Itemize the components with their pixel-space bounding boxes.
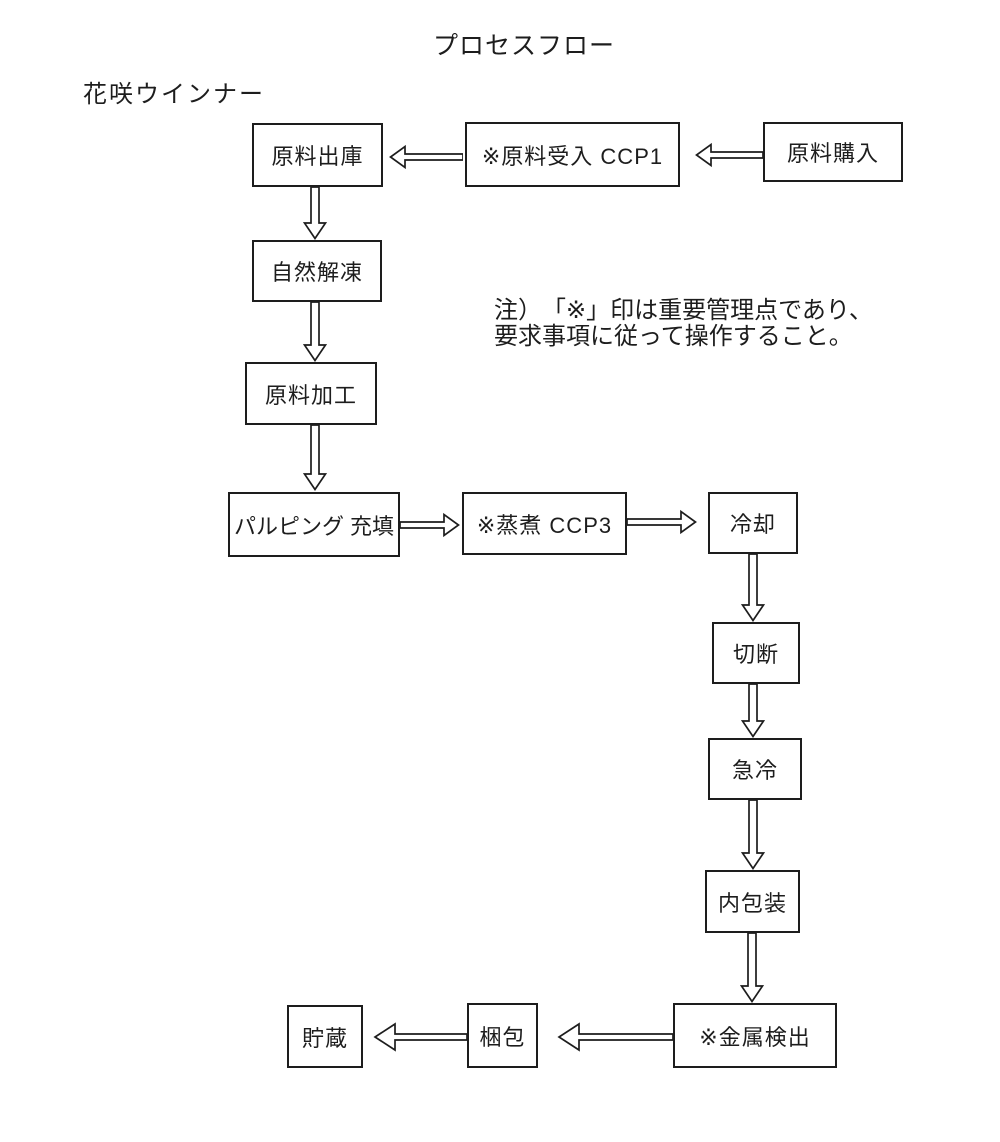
flow-node-label: 原料出庫 [271,144,364,169]
ccp-note: 注） 「※」印は重要管理点であり、 要求事項に従って操作すること。 [494,298,873,350]
flow-arrow-down-icon [302,302,328,362]
flow-arrow-right-icon [627,509,697,535]
flow-node-label: ※原料受入 CCP1 [481,143,664,169]
flow-node-metal-detection: ※金属検出 [673,1003,837,1068]
flow-node-label: ※金属検出 [699,1024,811,1050]
flow-node-label: 冷却 [729,512,776,537]
flow-arrow-down-icon [740,684,766,738]
flow-node-steam-cooking: ※蒸煮 CCP3 [462,492,627,555]
flow-node-cutting: 切断 [712,622,800,684]
flow-node-label: 貯蔵 [301,1025,348,1051]
flow-arrow-down-icon [740,800,766,870]
flow-node-label: 自然解凍 [270,260,363,285]
flow-arrow-right-icon [400,512,460,538]
flow-node-label: 急冷 [731,758,778,783]
flow-arrow-down-icon [302,425,328,491]
flow-node-inner-packaging: 内包装 [705,870,800,933]
flow-node-raw-material-purchase: 原料購入 [763,122,903,182]
flow-node-raw-material-processing: 原料加工 [245,362,377,425]
ccp-note-line2: 要求事項に従って操作すること。 [494,323,853,350]
product-name-label: 花咲ウインナー [83,81,265,108]
ccp-note-line1: 注） 「※」印は重要管理点であり、 [494,297,873,324]
flow-arrow-left-icon [695,142,763,168]
flow-node-quick-chilling: 急冷 [708,738,802,800]
flow-node-storage: 貯蔵 [287,1005,363,1068]
flow-node-label: 原料加工 [264,382,357,408]
flow-arrow-left-icon [373,1022,467,1052]
flow-arrow-left-icon [389,144,463,170]
flow-node-pulping-filling: パルピング 充填 [228,492,400,557]
flow-arrow-down-icon [739,933,765,1003]
flow-node-label: ※蒸煮 CCP3 [476,512,613,538]
flow-node-label: 原料購入 [786,141,879,166]
flow-node-label: 内包装 [717,890,787,916]
flow-node-cooling: 冷却 [708,492,798,554]
flow-node-natural-thawing: 自然解凍 [252,240,382,302]
flow-node-label: パルピング 充填 [233,513,395,539]
flow-node-raw-material-dispatch: 原料出庫 [252,123,383,187]
flow-node-raw-material-receiving: ※原料受入 CCP1 [465,122,680,187]
flow-arrow-down-icon [302,187,328,240]
flow-node-packing: 梱包 [467,1003,538,1068]
flow-arrow-left-icon [557,1022,673,1052]
flow-node-label: 切断 [732,642,779,667]
flow-arrow-down-icon [740,554,766,622]
flow-node-label: 梱包 [479,1024,526,1050]
page-title: プロセスフロー [433,32,616,60]
